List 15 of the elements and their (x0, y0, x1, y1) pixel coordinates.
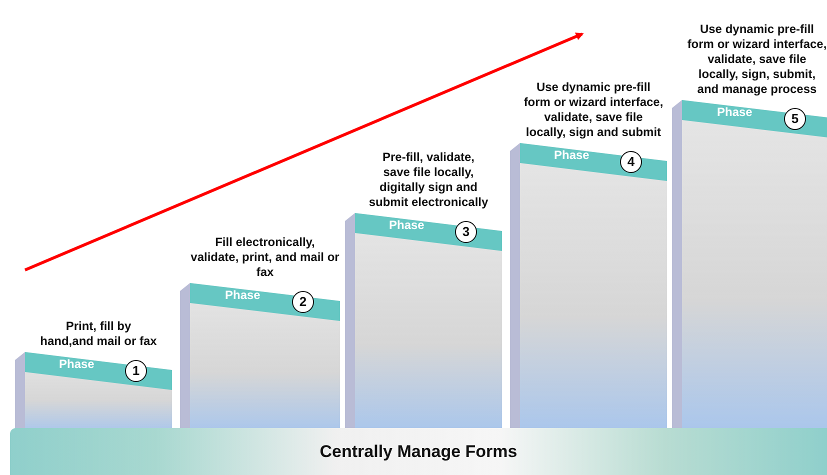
phase-label: Phase (717, 105, 752, 119)
phase-number: 1 (125, 360, 147, 382)
phase-number: 4 (620, 151, 642, 173)
phase-label: Phase (389, 218, 424, 232)
phase-description: Fill electronically, validate, print, and mail or fax (190, 235, 340, 280)
phase-label: Phase (225, 288, 260, 302)
phase-label: Phase (554, 148, 590, 162)
phase-label: Phase (59, 357, 94, 371)
phase-description: Use dynamic pre-fill form or wizard interface, validate, save file locally, sign and submit (524, 80, 664, 140)
phase-description: Pre-fill, validate, save file locally, digitally sign and submit electronically (368, 150, 488, 210)
phase-number: 5 (784, 108, 806, 130)
phase-description: Print, fill by hand,and mail or fax (39, 319, 158, 349)
phase-description: Use dynamic pre-fill form or wizard interface, validate, save file locally, sign, submit, and manage process (687, 22, 827, 97)
phase-number: 3 (455, 221, 477, 243)
phase-number: 2 (292, 291, 314, 313)
